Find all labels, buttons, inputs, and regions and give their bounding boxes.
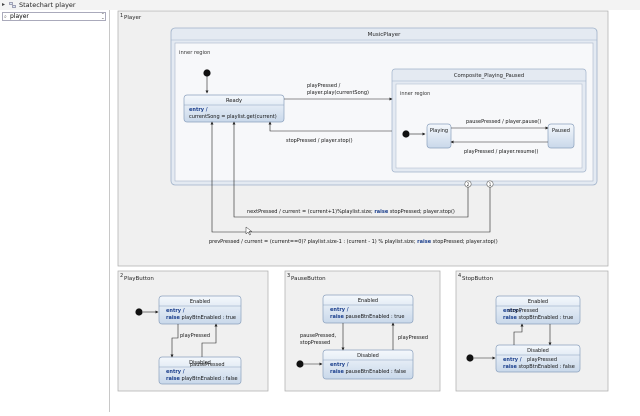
transition-label-prev: prevPressed / current = (current==0)? pl… — [209, 239, 498, 245]
transition-label-stop: stopPressed / player.stop() — [286, 138, 353, 144]
definition-panel: ⌕ ⁼⁼ @EventDriven@ChildFirstExecutionimp… — [0, 10, 110, 412]
state-title: Disabled — [189, 360, 211, 366]
region-number: 3 — [287, 273, 290, 279]
filter-icon[interactable]: ⁼⁼ — [101, 13, 104, 23]
exit-point-label: 2 — [467, 182, 470, 187]
transition-stop[interactable] — [268, 121, 392, 132]
state-title: MusicPlayer — [368, 32, 402, 38]
state-entry-action: raise stopBtnEnabled : false — [503, 364, 575, 370]
region-label: Player — [124, 15, 142, 21]
region-number: 2 — [120, 273, 123, 279]
state-paused[interactable]: Paused — [547, 123, 575, 149]
state-stop-disabled[interactable]: Disabled entry / raise stopBtnEnabled : … — [495, 344, 581, 373]
region-number: 4 — [458, 273, 461, 279]
title-bar: ▸ Statechart player — [0, 0, 640, 10]
transition-label-play-2: player.play(currentSong) — [307, 90, 369, 96]
state-title: Composite_Playing_Paused — [454, 73, 524, 79]
transition-label-resume: playPressed / player.resume() — [464, 149, 538, 155]
diagram-canvas: 1 Player MusicPlayer inner region Ready … — [110, 10, 640, 412]
initial-state[interactable] — [466, 354, 474, 362]
region-label: PauseButton — [291, 276, 326, 282]
transition-pause[interactable] — [170, 324, 179, 358]
search-icon: ⌕ — [4, 14, 7, 20]
region-label: inner region — [400, 91, 430, 97]
state-title: Disabled — [527, 348, 549, 354]
state-entry-action: raise playBtnEnabled : false — [166, 376, 238, 382]
transition-label: playPressed — [398, 335, 428, 341]
collapse-arrow-icon[interactable]: ▸ — [2, 1, 6, 8]
state-pause-disabled[interactable]: Disabled entry / raise pauseBtnEnabled :… — [322, 349, 414, 380]
search-input[interactable] — [10, 13, 94, 20]
state-entry-keyword: entry / — [330, 362, 349, 368]
region-number: 1 — [120, 13, 123, 19]
state-entry-keyword: entry / — [503, 357, 522, 363]
region-label: StopButton — [462, 276, 493, 282]
state-title: Ready — [226, 98, 242, 104]
state-entry-keyword: entry / — [330, 307, 349, 313]
region-stopbutton[interactable]: 4 StopButton — [455, 270, 609, 392]
transition-label: stopPressed — [508, 308, 538, 314]
state-entry-keyword: entry / — [189, 107, 208, 113]
window-title: Statechart player — [19, 1, 76, 9]
initial-state[interactable] — [402, 130, 410, 138]
transition-next[interactable] — [232, 121, 469, 218]
state-entry-action: raise pauseBtnEnabled : false — [330, 369, 406, 375]
state-play-disabled[interactable]: Disabled entry / raise playBtnEnabled : … — [158, 356, 242, 385]
state-playing[interactable]: Playing — [426, 123, 452, 149]
mouse-cursor-icon — [245, 226, 253, 236]
state-title: Enabled — [358, 298, 378, 304]
transition-play[interactable] — [201, 323, 218, 357]
state-title: Enabled — [190, 299, 210, 305]
initial-state[interactable] — [135, 308, 143, 316]
state-play-enabled[interactable]: Enabled entry / raise playBtnEnabled : t… — [158, 295, 242, 325]
transition-label-next: nextPressed / current = (current+1)%play… — [247, 209, 455, 215]
state-entry-keyword: entry / — [503, 308, 522, 314]
transition-label: pausePressed — [190, 362, 225, 368]
search-box: ⌕ ⁼⁼ — [2, 12, 106, 23]
state-ready[interactable]: Ready entry / currentSong = playlist.get… — [183, 94, 285, 123]
state-title: Enabled — [528, 299, 548, 305]
initial-state[interactable] — [296, 360, 304, 368]
state-entry-keyword: entry / — [166, 369, 185, 375]
state-title: Playing — [430, 128, 448, 134]
state-entry-action: raise playBtnEnabled : true — [166, 315, 236, 321]
state-entry-action: raise stopBtnEnabled : true — [503, 315, 573, 321]
state-entry-action: currentSong = playlist.get(current) — [189, 114, 277, 120]
state-entry-action: raise pauseBtnEnabled : true — [330, 314, 405, 320]
transition-label-pause: pausePressed / player.pause() — [466, 119, 541, 125]
exit-point-label: 1 — [489, 182, 492, 187]
transition-label: playPressed — [527, 357, 557, 363]
transition-label-play-1: playPressed / — [307, 83, 341, 89]
region-label: inner region — [179, 50, 210, 56]
state-title: Paused — [552, 128, 570, 134]
state-entry-keyword: entry / — [166, 308, 185, 314]
transition-play[interactable] — [513, 323, 524, 345]
transition-label: pausePressed, — [300, 333, 336, 339]
transition-label: stopPressed — [300, 340, 330, 346]
statechart-icon — [9, 2, 16, 8]
state-stop-enabled[interactable]: Enabled entry / raise stopBtnEnabled : t… — [495, 295, 581, 325]
initial-state[interactable] — [203, 69, 211, 77]
transition-prev[interactable] — [210, 121, 491, 233]
region-label: PlayButton — [124, 276, 154, 282]
state-title: Disabled — [357, 353, 379, 359]
state-pause-enabled[interactable]: Enabled entry / raise pauseBtnEnabled : … — [322, 294, 414, 324]
transition-label: playPressed — [180, 333, 210, 339]
statechart-diagram: 1 Player MusicPlayer inner region Ready … — [117, 10, 609, 392]
